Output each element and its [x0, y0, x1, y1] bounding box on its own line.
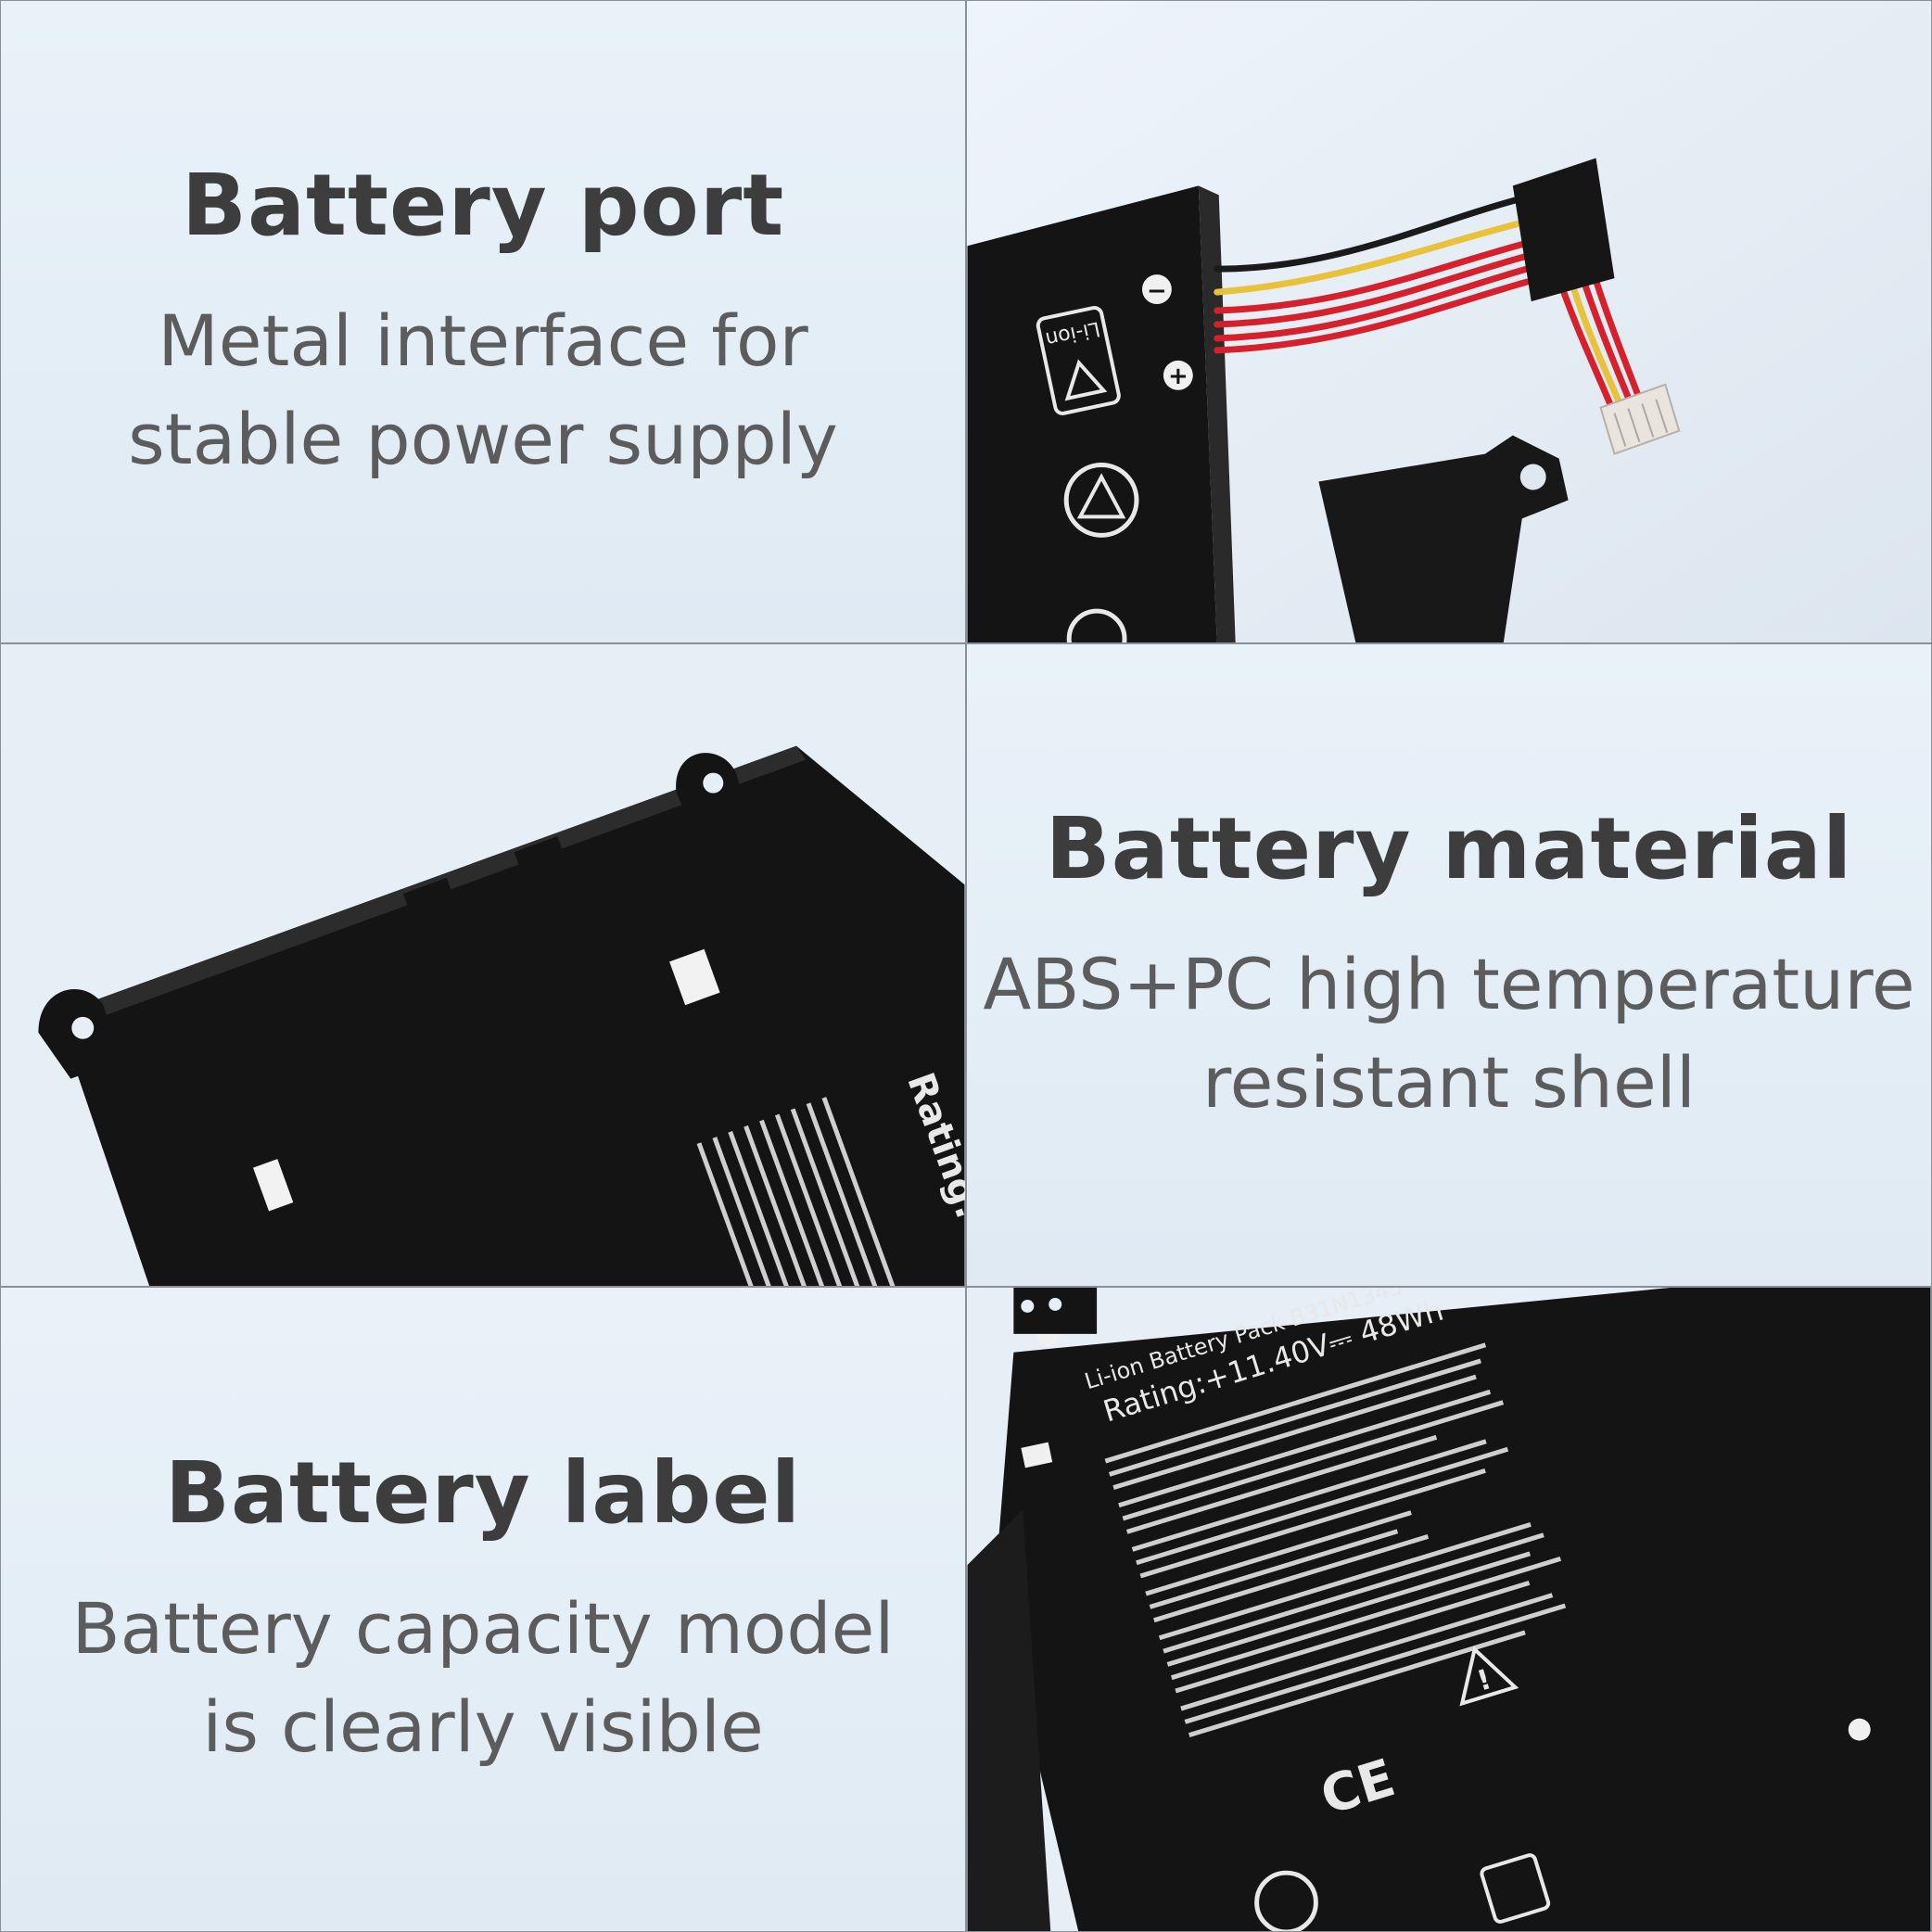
shell-window-right	[669, 948, 720, 1006]
panel-battery-port-photo: − + Li-ion	[966, 0, 1932, 643]
battery-body-shape	[967, 185, 1217, 642]
warning-text-lines	[696, 1097, 922, 1286]
battery-material-photo: Rating:	[1, 644, 965, 1286]
panel-battery-material-photo: Rating:	[0, 643, 966, 1287]
recycle-circle-icon	[1063, 463, 1139, 538]
battery-port-description: Metal interface for stable power supply	[128, 299, 838, 480]
panel-battery-port-text: Battery port Metal interface for stable …	[0, 0, 966, 643]
connector-head	[1599, 383, 1681, 455]
battery-port-photo: − + Li-ion	[967, 1, 1931, 642]
svg-text:−: −	[1147, 277, 1167, 305]
label-warning-lines	[1104, 1342, 1567, 1738]
plus-terminal-icon	[1163, 360, 1193, 390]
panel-battery-material-text: Battery material ABS+PC high temperature…	[966, 643, 1932, 1287]
battery-material-description: ABS+PC high temperature resistant shell	[983, 942, 1915, 1124]
li-ion-box-icon	[1480, 1853, 1551, 1924]
minus-terminal-icon	[1141, 274, 1172, 305]
panel-battery-label-photo: Li-ion Battery Pack B31N1345 Rating:+11.…	[966, 1287, 1932, 1932]
mounting-bracket	[1318, 435, 1569, 642]
battery-label-heading: Battery label	[164, 1443, 802, 1543]
shell-window-left	[253, 1159, 294, 1212]
wire-sleeve	[1512, 158, 1615, 302]
battery-label-photo: Li-ion Battery Pack B31N1345 Rating:+11.…	[967, 1288, 1931, 1931]
battery-port-heading: Battery port	[181, 155, 785, 255]
svg-text:+: +	[1168, 362, 1188, 390]
battery-label-body	[995, 1288, 1931, 1931]
recycle-symbol-icon	[1254, 1870, 1318, 1931]
panel-battery-label-text: Battery label Battery capacity model is …	[0, 1287, 966, 1932]
shell-tab-right	[676, 753, 751, 834]
battery-label-description: Battery capacity model is clearly visibl…	[71, 1586, 895, 1768]
battery-material-heading: Battery material	[1045, 798, 1853, 898]
label-window	[1021, 1442, 1053, 1468]
